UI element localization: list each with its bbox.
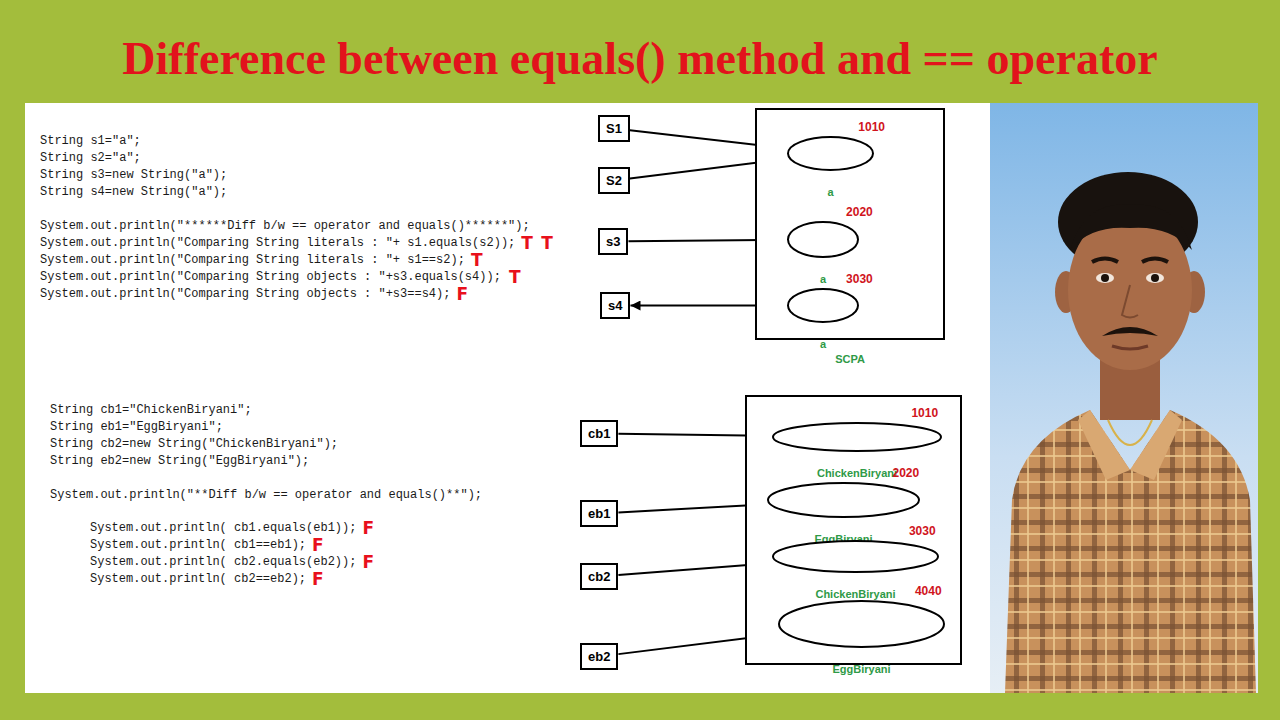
- object-outline: [778, 600, 945, 648]
- pool-label: SCPA: [757, 353, 943, 366]
- variable-box: s3: [598, 228, 628, 255]
- mouth: [1112, 346, 1148, 349]
- result-mark: F: [362, 554, 374, 571]
- address-number: 1010: [911, 407, 938, 420]
- result-mark: T: [471, 252, 483, 269]
- object-ellipse: [773, 541, 938, 572]
- code-line: System.out.println( cb2.equals(eb2));: [90, 554, 356, 571]
- variable-box: eb2: [580, 643, 618, 670]
- white-panel: [25, 103, 990, 693]
- nose: [1122, 285, 1138, 318]
- object-outline: [772, 540, 939, 573]
- eyebrow: [1092, 259, 1118, 263]
- string-value: a: [787, 186, 874, 199]
- object-ellipse: [788, 222, 858, 257]
- address-number: 4040: [915, 585, 942, 598]
- object-outline: [767, 482, 920, 518]
- variable-box: S2: [598, 167, 630, 194]
- variable-box: eb1: [580, 500, 618, 527]
- code-line: System.out.println("******Diff b/w == op…: [40, 218, 530, 235]
- variable-box: S1: [598, 115, 630, 142]
- code-line: String s1="a";: [40, 133, 141, 150]
- variable-name: S2: [606, 173, 622, 188]
- pupil: [1151, 274, 1159, 282]
- result-mark: T: [521, 235, 533, 252]
- address-number: 3030: [846, 273, 873, 286]
- variable-name: cb1: [588, 426, 610, 441]
- code-line: String cb2=new String("ChickenBiryani");: [50, 436, 338, 453]
- string-pool: a1010a2020a3030SCPA: [755, 108, 945, 340]
- object-outline: [772, 422, 942, 452]
- variable-box: cb2: [580, 563, 618, 590]
- string-object: a1010: [787, 136, 874, 171]
- string-object: a2020: [787, 221, 859, 258]
- variable-name: eb1: [588, 506, 610, 521]
- result-mark: F: [362, 520, 374, 537]
- hair-fringe: [1070, 205, 1192, 250]
- string-value: EggBiryani: [778, 663, 945, 676]
- string-object: ChickenBiryani1010: [772, 422, 942, 452]
- code-line: String s4=new String("a");: [40, 184, 227, 201]
- address-number: 2020: [846, 206, 873, 219]
- code-line: String eb2=new String("EggBiryani");: [50, 453, 309, 470]
- mustache: [1102, 327, 1158, 336]
- string-value: a: [787, 338, 859, 351]
- code-line: System.out.println("Comparing String lit…: [40, 252, 465, 269]
- variable-name: eb2: [588, 649, 610, 664]
- string-object: EggBiryani4040: [778, 600, 945, 648]
- code-line: System.out.println( cb1.equals(eb1));: [90, 520, 356, 537]
- code-line: String eb1="EggBiryani";: [50, 419, 223, 436]
- result-mark: F: [312, 537, 324, 554]
- string-value: ChickenBiryani: [772, 588, 939, 601]
- gold-chain: [1108, 420, 1152, 445]
- object-outline: [787, 221, 859, 258]
- code-line: String cb1="ChickenBiryani";: [50, 402, 252, 419]
- address-number: 2020: [892, 467, 919, 480]
- string-object: ChickenBiryani3030: [772, 540, 939, 573]
- code-line: System.out.println("Comparing String obj…: [40, 269, 501, 286]
- string-object: a3030: [787, 288, 859, 323]
- string-pool: ChickenBiryani1010EggBiryani2020ChickenB…: [745, 395, 962, 665]
- code-line: System.out.println("Comparing String obj…: [40, 286, 450, 303]
- variable-name: s3: [606, 234, 620, 249]
- page-title: Difference between equals() method and =…: [122, 32, 1157, 85]
- address-number: 1010: [858, 121, 885, 134]
- variable-name: cb2: [588, 569, 610, 584]
- code-line: System.out.println("Comparing String lit…: [40, 235, 515, 252]
- shirt-collar: [1078, 410, 1130, 480]
- code-line: System.out.println( cb1==eb1);: [90, 537, 306, 554]
- object-ellipse: [768, 483, 919, 517]
- eye: [1096, 273, 1114, 283]
- object-ellipse: [788, 289, 858, 322]
- pupil: [1101, 274, 1109, 282]
- object-ellipse: [788, 137, 873, 170]
- result-mark: T: [541, 235, 553, 252]
- address-number: 3030: [909, 525, 936, 538]
- string-object: EggBiryani2020: [767, 482, 920, 518]
- code-line: String s3=new String("a");: [40, 167, 227, 184]
- eye: [1146, 273, 1164, 283]
- object-outline: [787, 136, 874, 171]
- result-mark: T: [509, 269, 521, 286]
- variable-box: cb1: [580, 420, 618, 447]
- object-ellipse: [779, 601, 944, 647]
- code-line: System.out.println( cb2==eb2);: [90, 571, 306, 588]
- photo-sky: [990, 103, 1258, 693]
- checked-shirt: [1005, 410, 1256, 693]
- code-line: System.out.println("**Diff b/w == operat…: [50, 487, 482, 504]
- presenter-photo: [990, 103, 1258, 693]
- variable-box: s4: [600, 292, 630, 319]
- object-outline: [787, 288, 859, 323]
- shirt-collar: [1130, 410, 1182, 480]
- variable-name: S1: [606, 121, 622, 136]
- eyebrow: [1142, 259, 1168, 263]
- result-mark: F: [456, 286, 468, 303]
- code-line: String s2="a";: [40, 150, 141, 167]
- object-ellipse: [773, 423, 941, 451]
- variable-name: s4: [608, 298, 622, 313]
- result-mark: F: [312, 571, 324, 588]
